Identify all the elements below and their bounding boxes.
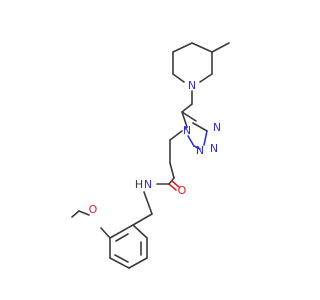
tetrazole-n3-label: N (210, 142, 218, 155)
bond (128, 257, 148, 269)
piperidine-n-label: N (188, 79, 196, 92)
tetrazole-ring (181, 111, 208, 150)
structure-canvas: N N N N N O N H O (71, 42, 230, 269)
amide-h-label: H (135, 178, 143, 191)
bond (192, 122, 208, 132)
bond (181, 111, 197, 122)
bond (100, 227, 111, 239)
carbonyl-o-label: O (178, 184, 187, 197)
bond (172, 73, 185, 83)
methyl-bond (211, 42, 230, 53)
carbonyl-bond (168, 183, 177, 191)
bond (109, 224, 134, 239)
bond (184, 126, 188, 130)
bond (169, 162, 175, 179)
bond (181, 111, 188, 128)
bond (114, 254, 129, 263)
tetrazole-n1-label: N (183, 124, 191, 137)
bond (172, 42, 193, 53)
bond (193, 145, 201, 150)
bond (187, 135, 195, 147)
bond (132, 213, 153, 226)
bond (191, 42, 213, 53)
bond (115, 233, 129, 242)
bond (169, 130, 183, 141)
methoxy-o-label: O (89, 203, 98, 216)
carbonyl-bond (171, 180, 180, 188)
tetrazole-n2-label: N (213, 121, 221, 134)
bond (78, 210, 90, 216)
tetrazole-n4-label: N (196, 144, 204, 157)
benzene-ring (109, 224, 148, 269)
amide-n-label: N (144, 178, 152, 191)
bond (71, 210, 80, 218)
bond (199, 73, 213, 83)
piperidine-ring (172, 42, 230, 83)
bond (109, 257, 130, 269)
molecule-diagram: N N N N N O N H O (71, 42, 230, 269)
bond (181, 103, 193, 113)
bond (203, 130, 208, 146)
bond (132, 224, 148, 239)
bond (143, 191, 153, 215)
